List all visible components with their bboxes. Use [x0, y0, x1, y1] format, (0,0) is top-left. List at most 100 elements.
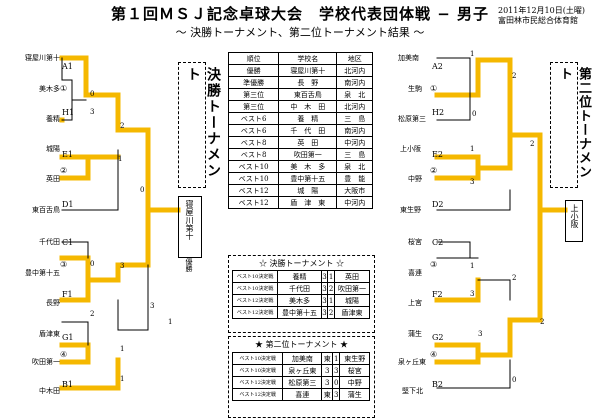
right-score: 2 — [540, 318, 545, 326]
left-score: 1 — [168, 318, 173, 326]
right-score: 3 — [470, 178, 475, 186]
second-results-box: ★ 第二位トーナメント ★ — [228, 336, 375, 418]
right-team-4: 上小阪 — [400, 145, 421, 153]
ranking-cell: 南河内 — [336, 76, 373, 89]
ranking-cell: 千 代 田 — [278, 124, 338, 137]
right-team-11: 泉ヶ丘東 — [398, 358, 426, 366]
ranking-cell: 三 島 — [336, 148, 373, 161]
final-result-cell: 2 — [327, 282, 335, 295]
final-result-cell: 城陽 — [333, 294, 371, 307]
final-result-cell: ベスト12決定戦 — [231, 306, 279, 319]
second-result-cell: ベスト12決定戦 — [231, 388, 284, 401]
ranking-cell: 泉 北 — [336, 160, 373, 173]
second-result-cell: 中野 — [339, 376, 370, 389]
right-code-e2: E2 — [432, 150, 443, 159]
second-result-cell: 3 — [332, 388, 341, 401]
left-score: 0 — [90, 90, 95, 98]
ranking-cell: 中 木 田 — [278, 100, 338, 113]
left-score: 0 — [140, 186, 145, 194]
ranking-cell: 優勝 — [227, 64, 280, 77]
right-bracket-title-box: 第二位トーナメント — [550, 62, 591, 188]
second-result-cell: 東 — [321, 388, 334, 401]
right-code-h2: H2 — [432, 108, 445, 117]
second-result-cell: 東 — [321, 352, 334, 365]
right-team-5: 中野 — [408, 175, 422, 183]
ranking-cell: 泉 北 — [336, 88, 373, 101]
final-result-cell: ベスト10決定戦 — [231, 270, 279, 283]
page-title: 第１回ＭＳＪ記念卓球大会 学校代表団体戦 − 男子 — [110, 5, 489, 23]
left-code-c1: C1 — [62, 238, 74, 247]
second-result-cell: 蒲生 — [339, 388, 370, 401]
left-winner-name: 寝屋川第十 — [185, 200, 194, 240]
final-result-cell: ベスト12決定戦 — [231, 294, 279, 307]
right-team-7: 桜宮 — [408, 238, 422, 246]
final-result-cell: 1 — [327, 270, 335, 283]
ranking-cell: 大阪市 — [336, 184, 373, 197]
second-result-cell: 泉ヶ丘東 — [282, 364, 323, 377]
ranking-header: 地区 — [336, 52, 373, 65]
final-result-cell: ベスト10決定戦 — [231, 282, 279, 295]
right-score: 0 — [472, 110, 477, 118]
left-circle-4: ④ — [60, 350, 68, 359]
ranking-cell: 盾 津 東 — [278, 196, 338, 209]
ranking-header: 学校名 — [278, 52, 338, 65]
final-result-cell: 豊中第十五 — [277, 306, 322, 319]
second-result-cell: 1 — [332, 352, 341, 365]
left-winner-label: 優勝 — [185, 258, 193, 272]
final-result-cell: 3 — [320, 270, 329, 283]
left-code-f1: F1 — [62, 290, 73, 299]
ranking-cell: ベスト12 — [227, 196, 280, 209]
ranking-cell: ベスト10 — [227, 172, 280, 185]
left-code-b1: B1 — [62, 380, 73, 389]
ranking-cell: 豊 能 — [336, 172, 373, 185]
right-team-6: 東生野 — [400, 206, 421, 214]
left-bracket-title-box: 決勝トーナメント — [178, 62, 221, 188]
event-venue: 富田林市民総合体育館 — [498, 16, 578, 25]
left-team-2: 美木多 — [39, 85, 60, 93]
second-result-cell: ベスト10決定戦 — [231, 352, 284, 365]
ranking-row: 優勝寝屋川第十北河内 — [227, 64, 373, 77]
final-result-cell: 1 — [327, 294, 335, 307]
right-team-1: 加美南 — [398, 54, 419, 62]
ranking-table: 順位 学校名 地区 優勝寝屋川第十北河内準優勝長 野南河内第三位東百舌鳥泉 北第… — [227, 52, 373, 209]
second-result-cell: 3 — [332, 364, 341, 377]
ranking-cell: 美 木 多 — [278, 160, 338, 173]
final-result-cell: 千代田 — [277, 282, 322, 295]
right-circle-1: ① — [430, 84, 438, 93]
left-code-g1: G1 — [62, 333, 74, 342]
ranking-cell: 北河内 — [336, 64, 373, 77]
final-result-cell: 養精 — [277, 270, 322, 283]
left-team-12: 中木田 — [39, 387, 60, 395]
ranking-cell: 英 田 — [278, 136, 338, 149]
final-results-title: ☆ 決勝トーナメント ☆ — [258, 259, 345, 268]
ranking-cell: 東百舌鳥 — [278, 88, 338, 101]
right-code-f2: F2 — [432, 290, 443, 299]
ranking-cell: 養 精 — [278, 112, 338, 125]
right-bracket-title: 第二位トーナメント — [557, 67, 591, 179]
right-score: 1 — [470, 145, 475, 153]
second-result-cell: ベスト12決定戦 — [231, 376, 284, 389]
final-result-cell: 吹田第一 — [333, 282, 371, 295]
right-winner-name: 上小阪 — [570, 204, 579, 228]
right-score: 2 — [512, 274, 517, 282]
right-score: 2 — [530, 140, 535, 148]
right-team-10: 蒲生 — [408, 330, 422, 338]
second-result-cell: 3 — [321, 364, 334, 377]
left-team-9: 長野 — [46, 299, 60, 307]
left-circle-1: ① — [60, 84, 68, 93]
final-result-cell: 盾津東 — [333, 306, 371, 319]
ranking-cell: 中河内 — [336, 136, 373, 149]
left-team-10: 盾津東 — [39, 330, 60, 338]
left-team-4: 城陽 — [46, 145, 60, 153]
left-code-d1: D1 — [62, 200, 74, 209]
final-results-box: ☆ 決勝トーナメント ☆ — [228, 255, 375, 333]
ranking-cell: 北河内 — [336, 100, 373, 113]
